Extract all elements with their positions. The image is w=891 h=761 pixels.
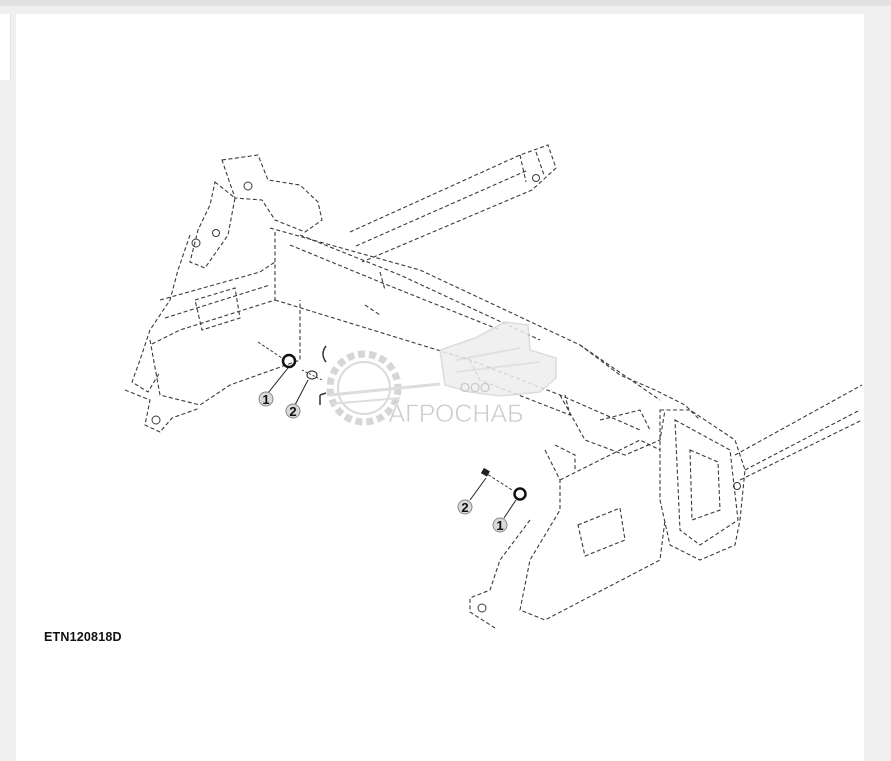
top-bar — [0, 0, 891, 6]
callout-left-bolt: 2 — [285, 403, 301, 419]
left-washer-part — [281, 353, 297, 369]
figure-id-label: ETN120818D — [44, 630, 122, 644]
svg-text:АГРОСНАБ: АГРОСНАБ — [389, 400, 524, 428]
svg-text:ООО: ООО — [460, 380, 490, 395]
svg-text:1: 1 — [496, 518, 503, 533]
side-tab — [0, 14, 11, 80]
callout-right-washer: 1 — [492, 517, 508, 533]
svg-text:2: 2 — [289, 404, 296, 419]
callout-right-bolt: 2 — [457, 499, 473, 515]
left-fastener-group — [257, 341, 327, 406]
callout-left-washer: 1 — [258, 391, 274, 407]
svg-text:1: 1 — [262, 392, 269, 407]
left-bolt-part — [306, 370, 318, 380]
svg-text:2: 2 — [461, 500, 468, 515]
right-fastener-group — [469, 467, 527, 519]
right-washer-part — [513, 487, 527, 501]
content-panel — [16, 14, 864, 761]
watermark-logo: ООО АГРОСНАБ — [326, 321, 557, 428]
right-bolt-part — [480, 467, 490, 477]
frame-holes — [151, 174, 741, 613]
